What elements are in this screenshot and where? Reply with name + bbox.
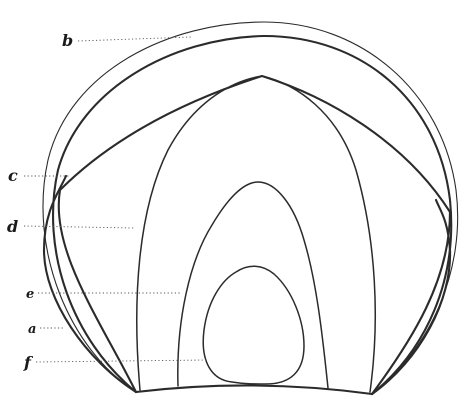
leader-d <box>24 226 134 228</box>
leader-b <box>78 37 192 41</box>
outline-e <box>137 76 375 392</box>
label-b: b <box>62 31 73 50</box>
label-a: a <box>28 322 36 337</box>
label-c: c <box>8 166 18 185</box>
outline-c <box>53 36 451 394</box>
outline-d <box>59 76 450 394</box>
label-d: d <box>7 217 18 236</box>
base-arc <box>136 385 372 394</box>
label-e: e <box>26 287 34 302</box>
label-f: f <box>23 353 34 372</box>
outline-f <box>203 266 304 384</box>
inner-loop-1 <box>178 182 328 388</box>
